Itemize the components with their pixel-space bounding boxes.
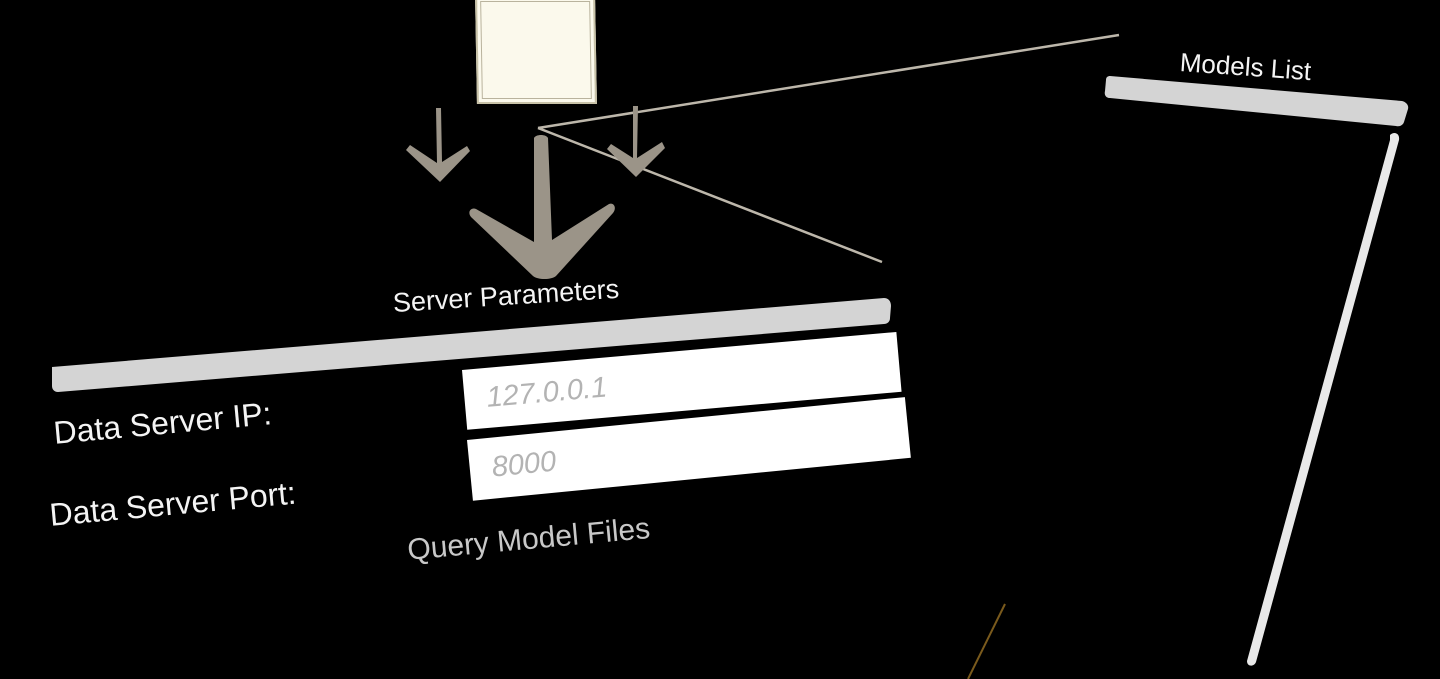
- arrow-down-icon: [406, 108, 470, 182]
- models-panel-header-bar: [1104, 76, 1409, 127]
- port-input-placeholder: 8000: [490, 445, 558, 484]
- pointer-ray-upper: [537, 33, 1120, 130]
- arrow-down-icon: [469, 135, 615, 279]
- arrow-down-icon: [607, 106, 665, 177]
- pointer-ray-lower: [537, 126, 883, 264]
- controller-ray: [967, 603, 1006, 679]
- card-preview: [475, 0, 597, 104]
- server-panel-header-bar: [52, 298, 891, 392]
- ip-input-placeholder: 127.0.0.1: [485, 370, 609, 414]
- models-list-scrollbar[interactable]: [1247, 132, 1400, 666]
